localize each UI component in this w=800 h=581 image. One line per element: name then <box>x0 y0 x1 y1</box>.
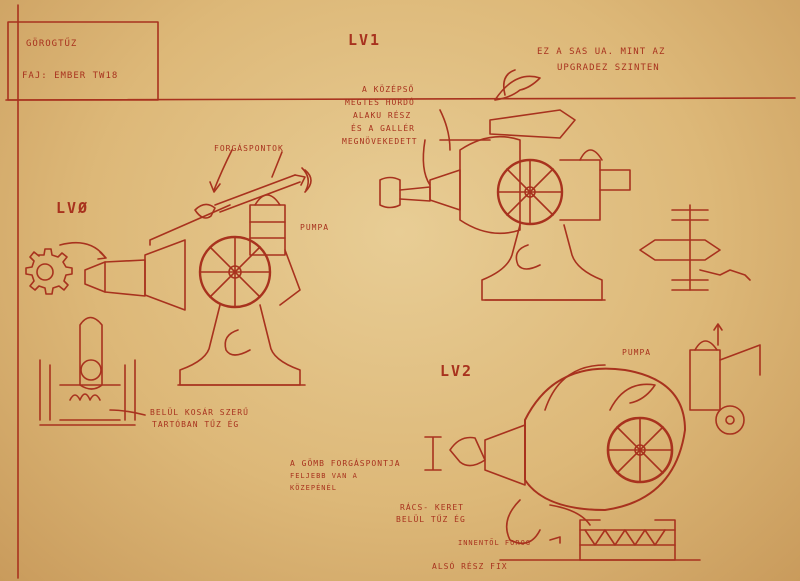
note-lv1-mid-2: MEGTES HORDÓ <box>345 98 415 107</box>
note-lv2-pump: PUMPA <box>622 348 652 357</box>
note-lv0-pivots: FORGÁSPONTOK <box>214 144 284 153</box>
lv0-brazier <box>39 316 146 426</box>
lv0-machine <box>25 149 312 386</box>
note-lv2-pivot-1: A GÖMB FORGÁSPONTJA <box>290 459 401 468</box>
note-lv2-pivot-2: FELJEBB VAN A <box>290 472 358 480</box>
note-lv1-mid-5: MEGNÖVEKEDETT <box>342 137 418 146</box>
note-lv2-pivot-3: KÖZEPÉNÉL <box>290 484 337 492</box>
note-lv1-mid-4: ÉS A GALLÉR <box>351 124 415 133</box>
note-lv0-fire-1: BELÜL KOSÁR SZERŰ <box>150 408 249 417</box>
note-lv2-fixed: ALSÓ RÉSZ FIX <box>432 562 508 571</box>
level-label-lv1: LV1 <box>348 31 382 49</box>
note-lv2-rotate: INNENTŐL FOROG <box>458 539 532 547</box>
note-lv1-mid-1: A KÖZÉPSŐ <box>362 85 415 94</box>
note-lv1-eagle-2: UPGRADEZ SZINTEN <box>557 63 660 73</box>
title-name: GÖROGTŰZ <box>26 39 78 49</box>
level-label-lv2: LV2 <box>440 362 474 380</box>
title-faj: FAJ: EMBER TW18 <box>22 71 119 81</box>
note-lv0-fire-2: TARTÓBAN TŰZ ÉG <box>152 420 240 429</box>
note-lv0-pump: PUMPA <box>300 223 330 232</box>
note-lv1-mid-3: ALAKU RÉSZ <box>353 111 412 120</box>
title-box <box>7 21 159 101</box>
note-lv2-grate-1: RÁCS- KERET <box>400 503 464 512</box>
lv2-machine <box>424 323 761 561</box>
note-lv2-grate-2: BELÜL TŰZ ÉG <box>396 515 466 524</box>
lv1-machine <box>379 69 751 301</box>
note-lv1-eagle-1: EZ A SAS UA. MINT AZ <box>537 47 666 57</box>
level-label-lv0: LVØ <box>56 199 90 217</box>
